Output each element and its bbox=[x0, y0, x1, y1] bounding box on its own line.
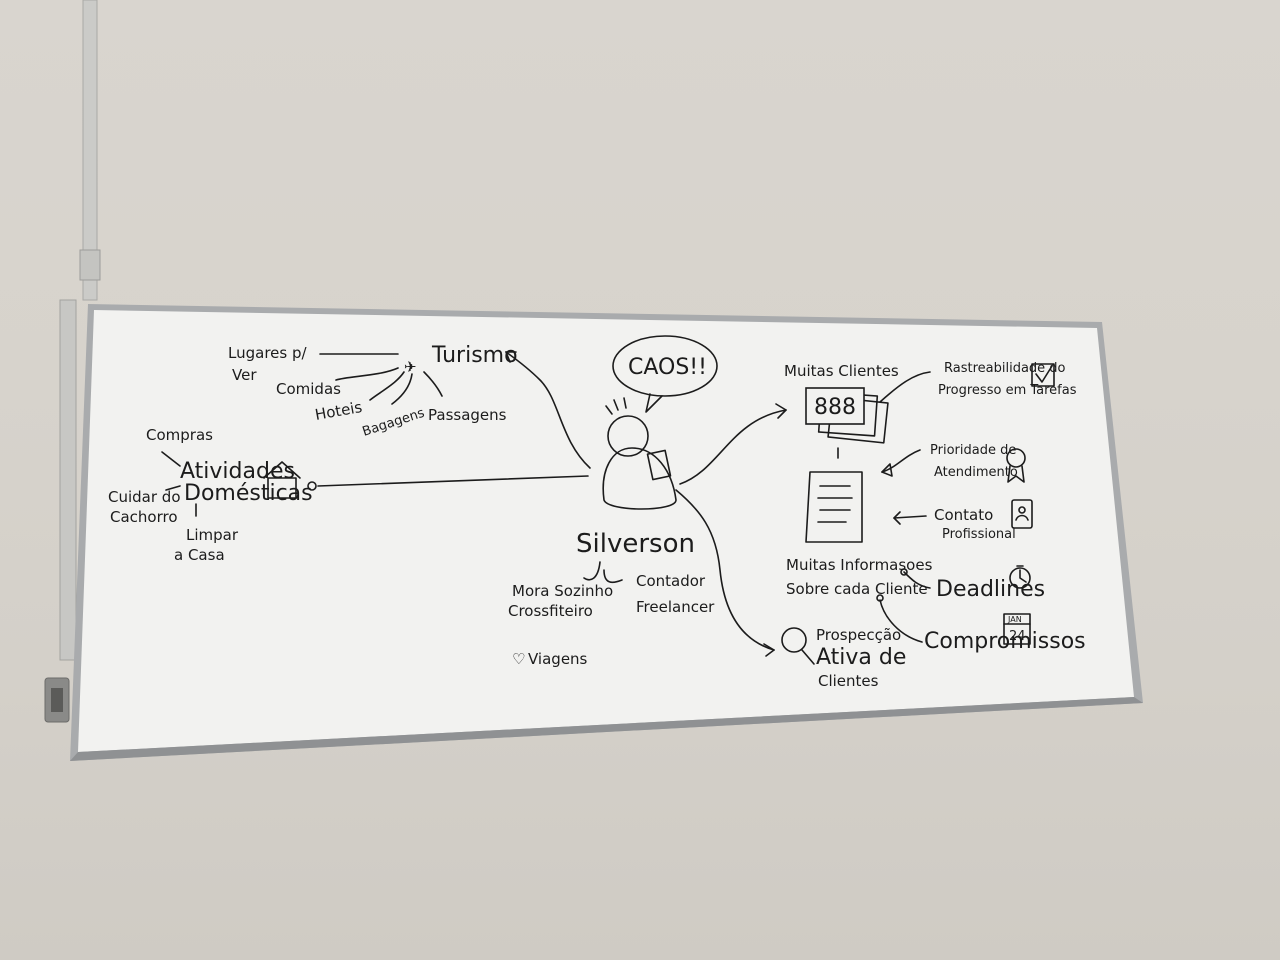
checklist-icon bbox=[1031, 363, 1055, 387]
detail-crossfiteiro: Crossfiteiro bbox=[508, 602, 593, 620]
prospeccao-2: Ativa de bbox=[816, 645, 906, 670]
client-counter-text: 888 bbox=[814, 395, 856, 420]
clientes-info-1: Muitas Informasoes bbox=[786, 556, 933, 574]
award-ribbon-icon bbox=[1006, 448, 1026, 483]
turismo-lugares: Lugares p/ bbox=[228, 344, 307, 362]
person-figure bbox=[602, 397, 677, 510]
whiteboard bbox=[70, 304, 1143, 761]
speech-bubble: CAOS!! bbox=[612, 335, 718, 413]
prospeccao-1: Prospecção bbox=[816, 626, 901, 644]
stopwatch-icon bbox=[1009, 565, 1031, 589]
arrow-to-turismo bbox=[505, 351, 591, 469]
speech-text: CAOS!! bbox=[628, 355, 707, 380]
prospeccao-3: Clientes bbox=[818, 672, 879, 690]
document-icon bbox=[805, 471, 863, 543]
atividades-compras: Compras bbox=[146, 426, 213, 444]
wall-outlet bbox=[44, 677, 70, 723]
wall-conduit bbox=[59, 0, 101, 661]
turismo-comidas: Comidas bbox=[276, 380, 341, 398]
clientes-info-2: Sobre cada Cliente bbox=[786, 580, 928, 598]
client-counter-icon: 888 bbox=[805, 387, 889, 444]
center-name: Silverson bbox=[576, 529, 695, 559]
atividades-cuidar: Cuidar do bbox=[108, 488, 181, 506]
turismo-title: Turismo bbox=[431, 343, 518, 368]
arrow-to-clientes bbox=[679, 409, 787, 485]
clientes-title: Muitas Clientes bbox=[784, 362, 899, 380]
arrow-to-prospeccao bbox=[675, 489, 775, 651]
house-icon bbox=[263, 461, 301, 499]
need-deadlines: Deadlines bbox=[936, 577, 1045, 602]
details-branch bbox=[583, 561, 623, 584]
airplane-icon: ✈ bbox=[404, 358, 417, 376]
atividades-cachorro: Cachorro bbox=[110, 508, 178, 526]
turismo-ver: Ver bbox=[232, 366, 257, 384]
need-compromissos: Compromissos bbox=[924, 629, 1086, 654]
calendar-month: JAN bbox=[1007, 615, 1022, 624]
contact-book-icon bbox=[1011, 499, 1033, 529]
atividades-casa: a Casa bbox=[174, 546, 225, 564]
need-prioridade-1: Prioridade de bbox=[930, 443, 1016, 458]
need-contato-2: Profissional bbox=[942, 527, 1016, 542]
need-contato-1: Contato bbox=[934, 506, 993, 524]
turismo-passagens: Passagens bbox=[428, 406, 507, 424]
calendar-day: 24 bbox=[1009, 629, 1026, 644]
detail-contador: Contador bbox=[636, 572, 706, 590]
need-rastreabilidade-2: Progresso em Tarefas bbox=[938, 383, 1077, 398]
need-prioridade-2: Atendimento bbox=[934, 465, 1018, 480]
heart-icon: ♡ bbox=[512, 650, 525, 668]
detail-mora-sozinho: Mora Sozinho bbox=[512, 582, 613, 600]
detail-freelancer: Freelancer bbox=[636, 598, 715, 616]
detail-viagens: Viagens bbox=[528, 650, 588, 668]
calendar-icon: JAN 24 bbox=[1003, 613, 1031, 645]
arrow-to-atividades bbox=[317, 475, 589, 487]
atividades-title-2: Domésticas bbox=[184, 481, 313, 506]
atividades-title-1: Atividades bbox=[180, 459, 295, 484]
magnifier-icon bbox=[781, 627, 815, 665]
atividades-limpar: Limpar bbox=[186, 526, 239, 544]
